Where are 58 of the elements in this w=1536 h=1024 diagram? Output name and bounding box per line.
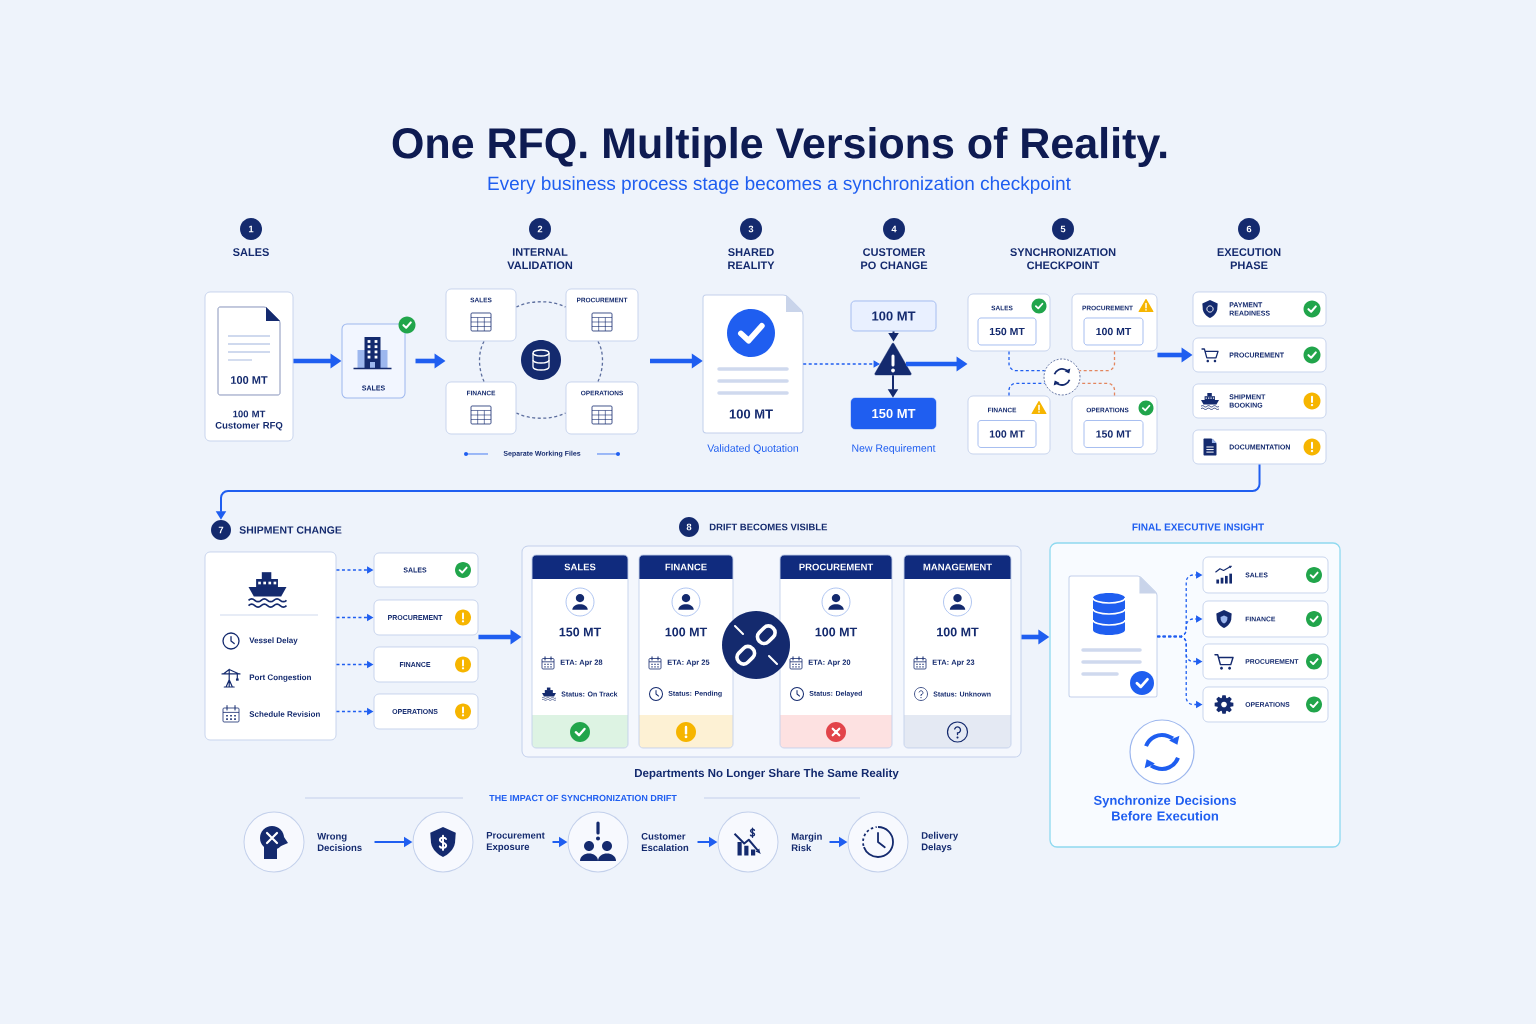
node-label: 100 MT [665,627,708,637]
stage-heading: INTERNAL VALIDATION [507,248,573,270]
dashed-arrow [802,360,880,368]
node-label: MANAGEMENT [923,563,992,571]
item-label: Delivery Delays [921,831,959,853]
stage-heading: CUSTOMER PO CHANGE [861,248,928,270]
quantity-box: 150 MT [977,317,1037,346]
dashed-line [1008,382,1046,397]
node-label: Schedule Revision [249,711,320,717]
dashed-line [478,340,485,383]
quantity-box: 150 MT [1083,420,1144,448]
number-badge: 2 [529,218,551,240]
number-badge: 7 [211,520,231,540]
quantity-box: 150 MT [850,397,937,430]
number-badge: 3 [740,218,762,240]
dashed-line [597,340,604,383]
item-label: Procurement Exposure [486,832,545,852]
item-label: Customer Escalation [641,832,689,852]
section-heading: THE IMPACT OF SYNCHRONIZATION DRIFT [489,794,677,802]
number-badge: 6 [1238,218,1260,240]
node-label: New Requirement [852,444,936,454]
node-label: 150 MT [559,627,602,637]
dashed-line [1008,350,1046,372]
node-label: PROCUREMENT [799,563,874,571]
event-card: Vessel Delay Port Congestion Schedule Revision [204,551,337,741]
node-label: 100 MT [937,627,979,637]
node-label: FINANCE [665,563,707,571]
document: 100 MT [217,306,281,396]
dashed-line [515,301,567,308]
stage-heading: DRIFT BECOMES VISIBLE [709,523,828,531]
refresh-icon [1043,358,1081,396]
warning-icon [874,342,912,376]
node-label: Departments No Longer Share The Same Reality [635,768,899,780]
quantity-box: 100 MT [850,300,937,332]
quantity-box: 100 MT [977,420,1037,448]
stage-heading: SYNCHRONIZATION CHECKPOINT [1010,248,1116,270]
title: One RFQ. Multiple Versions of Reality. [392,126,1167,168]
item-label: Margin Risk [791,832,822,852]
quantity-box: 100 MT [1083,317,1144,346]
node-label: Validated Quotation [707,444,799,454]
stage-heading: SHIPMENT CHANGE [239,526,342,534]
item-label: Wrong Decisions [317,833,362,851]
number-badge: 4 [883,218,905,240]
stage-heading: SALES [233,248,269,256]
stage-heading: SHARED REALITY [728,248,775,270]
stage-heading: EXECUTION PHASE [1217,248,1281,270]
dashed-line [1078,350,1116,372]
node-label: SALES [564,563,596,571]
section-heading: FINAL EXECUTIVE INSIGHT [1132,523,1264,531]
number-badge: 1 [240,218,262,240]
node-label: 100 MT [815,627,858,637]
number-badge: 5 [1052,218,1074,240]
dashed-line [1078,382,1116,397]
node-label: Vessel Delay [249,637,298,645]
number-badge: 8 [679,517,699,537]
subtitle: Every business process stage becomes a synchronization checkpoint [488,176,1071,194]
dashed-line [515,412,567,419]
node-label: Port Congestion [249,674,311,682]
